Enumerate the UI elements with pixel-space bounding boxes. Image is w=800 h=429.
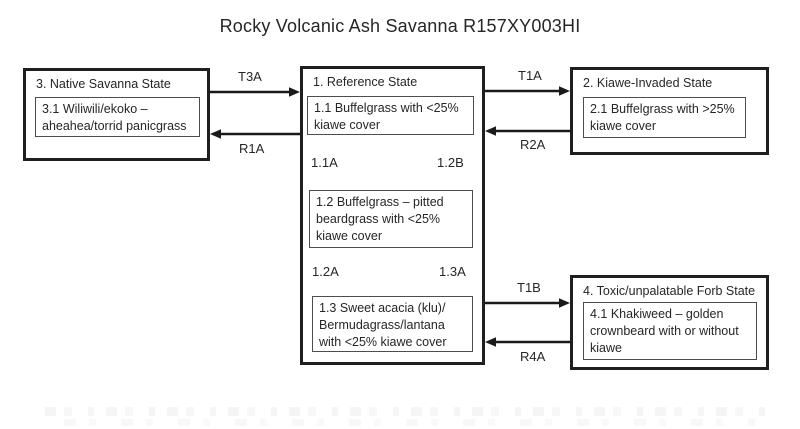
transition-label-r4a: R4A	[520, 349, 546, 364]
state-box-reference: 1. Reference State 1.1 Buffelgrass with …	[300, 66, 485, 365]
state-box-native-savanna: 3. Native Savanna State 3.1 Wiliwili/eko…	[23, 68, 210, 161]
pathway-label-1-1a: 1.1A	[311, 155, 338, 170]
arrow-t3a	[210, 87, 300, 97]
cutoff-caption-artifact	[55, 419, 755, 426]
state-label-reference: 1. Reference State	[313, 75, 418, 89]
pathway-label-1-2b: 1.2B	[437, 155, 464, 170]
transition-label-r2a: R2A	[520, 137, 546, 152]
transition-label-t3a: T3A	[238, 69, 262, 84]
transition-label-t1b: T1B	[517, 280, 541, 295]
transition-label-t1a: T1A	[518, 68, 542, 83]
state-label-kiawe-invaded: 2. Kiawe-Invaded State	[583, 76, 713, 90]
state-label-toxic-forb: 4. Toxic/unpalatable Forb State	[583, 284, 756, 298]
community-box-3-1: 3.1 Wiliwili/ekoko – aheahea/torrid pani…	[35, 97, 200, 137]
transition-label-r1a: R1A	[239, 141, 265, 156]
community-box-2-1: 2.1 Buffelgrass with >25% kiawe cover	[583, 97, 746, 138]
state-label-native-savanna: 3. Native Savanna State	[36, 77, 171, 91]
community-box-1-2: 1.2 Buffelgrass – pitted beardgrass with…	[309, 190, 473, 248]
pathway-label-1-2a: 1.2A	[312, 264, 339, 279]
state-box-toxic-forb: 4. Toxic/unpalatable Forb State 4.1 Khak…	[570, 275, 769, 370]
community-box-4-1: 4.1 Khakiweed – golden crownbeard with o…	[583, 302, 757, 360]
diagram-title: Rocky Volcanic Ash Savanna R157XY003HI	[219, 16, 581, 36]
arrow-r1a	[210, 129, 300, 139]
arrow-r4a	[485, 337, 570, 347]
community-box-1-1: 1.1 Buffelgrass with <25% kiawe cover	[307, 96, 474, 135]
state-box-kiawe-invaded: 2. Kiawe-Invaded State 2.1 Buffelgrass w…	[570, 67, 769, 155]
arrow-t1a	[485, 86, 570, 96]
cutoff-caption-artifact	[45, 407, 765, 416]
arrow-t1b	[485, 298, 570, 308]
arrow-r2a	[485, 126, 570, 136]
community-box-1-3: 1.3 Sweet acacia (klu)/​Bermudagrass/​la…	[312, 296, 473, 352]
pathway-label-1-3a: 1.3A	[439, 264, 466, 279]
